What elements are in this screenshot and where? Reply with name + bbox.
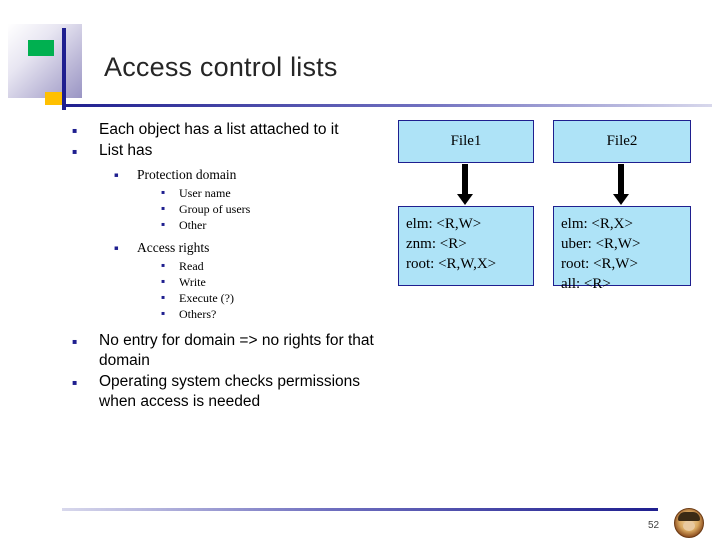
list-item-label: Write [179,275,206,289]
bullet-square-icon: ▪ [72,337,78,346]
list-item-label: List has [99,142,153,159]
bullet-square-icon: ▪ [72,147,78,156]
acl-entry: elm: <R,W> [406,216,482,232]
acl-entry: root: <R,W> [561,256,638,272]
file2-acl-box: elm: <R,X> uber: <R,W> root: <R,W> all: … [553,206,691,292]
bullet-square-icon: ▪ [72,378,78,387]
bullet-square-icon: ▪ [161,310,166,317]
list-item-label: No entry for domain => no rights for tha… [99,332,374,369]
acl-entry: elm: <R,X> [561,216,633,232]
acl-diagram: File1 File2 elm: <R,W> znm: <R> root: <R… [398,118,703,308]
bullet-square-icon: ▪ [161,262,166,269]
list-item: ▪ Group of users [137,201,392,217]
bullet-square-icon: ▪ [72,126,78,135]
bullet-list-level2: ▪ Protection domain ▪ User name ▪ Group … [99,166,392,322]
acl-entry: znm: <R> [406,236,467,252]
list-item: ▪ Access rights ▪ Read ▪ Write ▪ [99,239,392,322]
list-item: ▪ Protection domain ▪ User name ▪ Group … [99,166,392,233]
list-item-label: Protection domain [137,167,237,182]
logo-cap-shape [678,512,700,521]
header-horizontal-rule [62,104,712,107]
bullet-outline: ▪ Each object has a list attached to it … [62,120,392,413]
green-accent-block [28,40,54,56]
bullet-list-level3: ▪ User name ▪ Group of users ▪ Other [137,185,392,233]
bullet-square-icon: ▪ [161,189,166,196]
list-item: ▪ User name [137,185,392,201]
bullet-square-icon: ▪ [161,221,166,228]
list-item: ▪ List has ▪ Protection domain ▪ User na… [62,141,392,322]
acl-entry: root: <R,W,X> [406,256,497,272]
list-item-label: Read [179,259,204,273]
list-item: ▪ Read [137,258,392,274]
footer-rule [62,508,658,511]
logo-face-shape [683,521,695,531]
list-item-label: Other [179,218,207,232]
vertical-rule [62,28,66,110]
list-item: ▪ Operating system checks permissions wh… [62,372,392,412]
list-item-label: Execute (?) [179,291,234,305]
institution-logo [674,508,704,538]
bullet-square-icon: ▪ [161,278,166,285]
list-item-label: User name [179,186,231,200]
list-item: ▪ Each object has a list attached to it [62,120,392,140]
file1-acl-box: elm: <R,W> znm: <R> root: <R,W,X> [398,206,534,286]
list-item: ▪ Other [137,217,392,233]
bullet-square-icon: ▪ [114,244,119,252]
file1-header-box: File1 [398,120,534,163]
list-item: ▪ Others? [137,306,392,322]
gradient-square [8,24,82,98]
file2-header-box: File2 [553,120,691,163]
list-item: ▪ No entry for domain => no rights for t… [62,331,392,371]
bullet-square-icon: ▪ [161,205,166,212]
bullet-square-icon: ▪ [161,294,166,301]
page-number: 52 [648,520,660,531]
bullet-square-icon: ▪ [114,171,119,179]
decorative-corner-graphic [0,0,120,120]
list-item-label: Each object has a list attached to it [99,121,339,138]
acl-entry: uber: <R,W> [561,236,641,252]
yellow-accent-block [45,92,62,105]
bullet-list-level3: ▪ Read ▪ Write ▪ Execute (?) ▪ [137,258,392,322]
list-item: ▪ Write [137,274,392,290]
list-item-label: Others? [179,307,217,321]
list-item: ▪ Execute (?) [137,290,392,306]
acl-entry: all: <R> [561,276,611,292]
list-item-label: Access rights [137,240,210,255]
list-item-label: Group of users [179,202,251,216]
page-title: Access control lists [104,52,338,82]
list-item-label: Operating system checks permissions when… [99,373,361,410]
bullet-list-level1: ▪ Each object has a list attached to it … [62,120,392,412]
